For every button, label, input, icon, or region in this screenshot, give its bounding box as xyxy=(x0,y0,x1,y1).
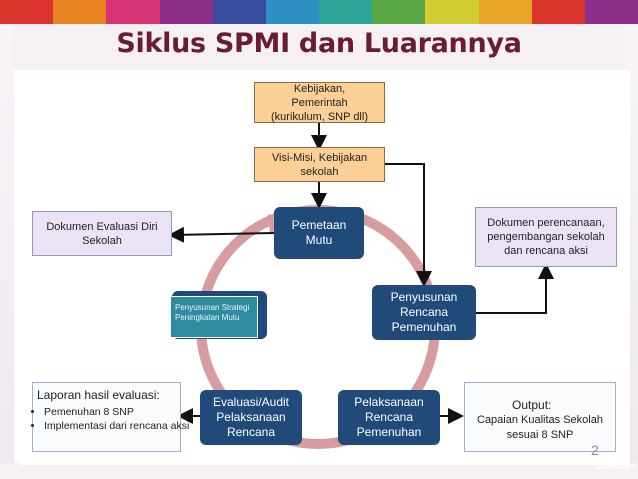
header-stripe xyxy=(0,0,54,24)
box-pelaksanaan-rencana: Pelaksanaan Rencana Pemenuhan xyxy=(338,390,440,445)
title-band xyxy=(0,24,638,70)
output-heading: Output: xyxy=(512,398,552,412)
box-dokumen-perencanaan-text: Dokumen perencanaan, pengembangan sekola… xyxy=(487,217,605,257)
laporan-item-2: Implementasi dari rencana aksi xyxy=(44,419,192,433)
header-stripe xyxy=(531,0,585,24)
laporan-list: Pemenuhan 8 SNP Implementasi dari rencan… xyxy=(28,405,192,433)
box-penyusunan-rencana-text: Penyusunan Rencana Pemenuhan xyxy=(390,290,458,334)
box-output xyxy=(464,382,616,452)
box-pemetaan-mutu-text: Pemetaan Mutu xyxy=(291,218,347,247)
box-kebijakan-pemerintah: Kebijakan, Pemerintah (kurikulum, SNP dl… xyxy=(254,82,385,123)
header-stripe xyxy=(425,0,479,24)
box-penyusunan-strategi-text: Penyusunan Strategi Peningkatan Mutu xyxy=(175,303,250,322)
page-number: 2 xyxy=(591,442,599,458)
header-stripe xyxy=(265,0,320,24)
left-frame xyxy=(0,24,14,479)
box-visi-misi-text: Visi-Misi, Kebijakan sekolah xyxy=(271,151,368,178)
header-stripe xyxy=(372,0,426,24)
box-evaluasi-audit: Evaluasi/Audit Pelaksanaan Rencana xyxy=(200,390,302,445)
box-penyusunan-rencana: Penyusunan Rencana Pemenuhan xyxy=(372,285,476,340)
header-stripe xyxy=(478,0,532,24)
output-text: Capaian Kualitas Sekolah sesuai 8 SNP xyxy=(477,414,603,441)
box-pemetaan-mutu: Pemetaan Mutu xyxy=(274,207,364,259)
bottom-frame xyxy=(0,463,638,479)
slide-title: Siklus SPMI dan Luarannya xyxy=(116,28,522,59)
box-evaluasi-audit-text: Evaluasi/Audit Pelaksanaan Rencana xyxy=(212,395,290,439)
box-kebijakan-pemerintah-text: Kebijakan, Pemerintah (kurikulum, SNP dl… xyxy=(271,82,368,123)
box-pelaksanaan-rencana-text: Pelaksanaan Rencana Pemenuhan xyxy=(354,395,424,439)
brand-watermark: slideshare xyxy=(596,462,636,471)
header-stripe xyxy=(53,0,107,24)
box-dokumen-perencanaan: Dokumen perencanaan, pengembangan sekola… xyxy=(475,207,617,267)
header-stripes xyxy=(0,0,638,24)
arrow-visi-penyusunan xyxy=(385,163,432,287)
box-laporan xyxy=(32,382,181,452)
box-dokumen-evaluasi-text: Dokumen Evaluasi Diri Sekolah xyxy=(46,220,158,247)
header-stripe xyxy=(212,0,266,24)
box-visi-misi: Visi-Misi, Kebijakan sekolah xyxy=(254,147,385,182)
box-penyusunan-strategi: Penyusunan Strategi Peningkatan Mutu xyxy=(170,296,258,338)
header-stripe xyxy=(319,0,373,24)
box-dokumen-evaluasi: Dokumen Evaluasi Diri Sekolah xyxy=(32,211,172,256)
header-stripe xyxy=(159,0,213,24)
arrow-pemetaan-dokumen-evaluasi xyxy=(168,226,275,243)
header-stripe xyxy=(584,0,638,24)
arrow-penyusunan-dokumen-perencanaan xyxy=(476,263,554,314)
laporan-item-1: Pemenuhan 8 SNP xyxy=(44,405,192,419)
header-stripe xyxy=(106,0,160,24)
laporan-heading: Laporan hasil evaluasi: xyxy=(37,388,160,402)
